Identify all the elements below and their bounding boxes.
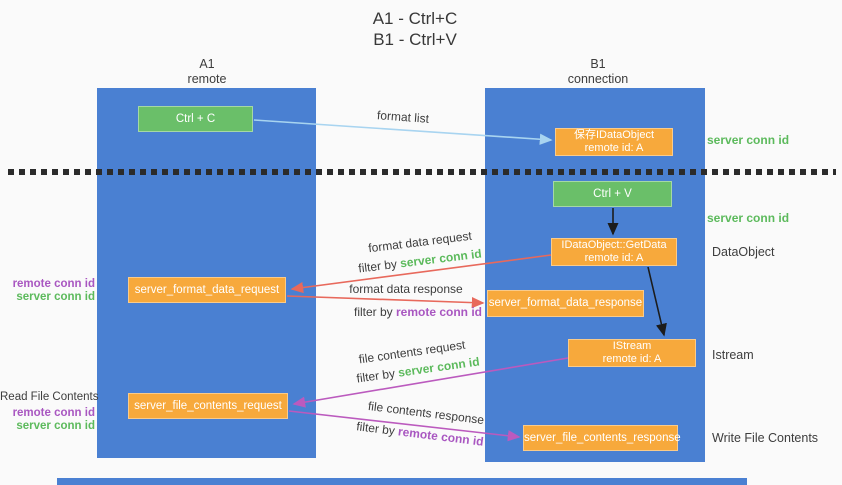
annotation-write-file-contents: Write File Contents bbox=[712, 431, 819, 445]
diagram-title: A1 - Ctrl+C B1 - Ctrl+V bbox=[320, 8, 510, 50]
title-line-1: A1 - Ctrl+C bbox=[372, 9, 458, 28]
label-format-list: format list bbox=[376, 108, 430, 126]
node-server-format-data-response-label: server_format_data_response bbox=[488, 297, 643, 309]
label-file-response-filter-key: remote conn id bbox=[397, 424, 485, 449]
node-ctrl-v: Ctrl + V bbox=[553, 181, 672, 207]
annotation-server-conn-id-save: server conn id bbox=[707, 133, 790, 147]
label-format-response-filter: filter by remote conn id bbox=[354, 305, 482, 319]
node-server-format-data-response: server_format_data_response bbox=[487, 290, 644, 317]
annotation-read-file-contents: Read File Contents bbox=[0, 391, 99, 403]
node-save-idataobject-line1: 保存IDataObject bbox=[573, 129, 655, 141]
title-line-2: B1 - Ctrl+V bbox=[373, 30, 457, 49]
phase-separator-dashed-line bbox=[8, 169, 836, 175]
annotation-server-conn-id-ctrlv: server conn id bbox=[707, 211, 790, 225]
annotation-remote-conn-id-format: remote conn id bbox=[12, 278, 95, 290]
node-save-idataobject: 保存IDataObject remote id: A bbox=[555, 128, 673, 156]
label-file-request-filter-prefix: filter by bbox=[355, 365, 400, 386]
lane-a-header: A1 remote bbox=[157, 57, 257, 87]
node-ctrl-v-label: Ctrl + V bbox=[593, 187, 632, 200]
label-file-response-filter-prefix: filter by bbox=[355, 419, 400, 439]
arrow-format-data-response bbox=[286, 295, 485, 309]
lane-a-role: remote bbox=[187, 72, 227, 86]
node-ctrl-c: Ctrl + C bbox=[138, 106, 253, 132]
lane-b-header: B1 connection bbox=[548, 57, 648, 87]
node-idataobject-getdata-line1: IDataObject::GetData bbox=[561, 239, 667, 251]
annotation-remote-conn-id-file: remote conn id bbox=[12, 407, 95, 419]
lane-b-name: B1 bbox=[590, 57, 606, 71]
node-idataobject-getdata-line2: remote id: A bbox=[584, 252, 644, 264]
annotation-dataobject: DataObject bbox=[712, 245, 775, 259]
node-server-file-contents-request-label: server_file_contents_request bbox=[134, 399, 282, 412]
lane-a-name: A1 bbox=[199, 57, 215, 71]
label-format-request-filter-prefix: filter by bbox=[357, 256, 401, 276]
bottom-partial-bar bbox=[57, 478, 747, 485]
node-istream-line1: IStream bbox=[612, 340, 652, 352]
lane-b-role: connection bbox=[567, 72, 629, 86]
annotation-server-conn-id-file: server conn id bbox=[16, 420, 95, 432]
node-idataobject-getdata: IDataObject::GetData remote id: A bbox=[551, 238, 677, 266]
annotation-server-conn-id-format: server conn id bbox=[16, 291, 95, 303]
node-save-idataobject-line2: remote id: A bbox=[584, 142, 644, 154]
label-format-data-response: format data response bbox=[349, 282, 463, 296]
node-server-format-data-request-label: server_format_data_request bbox=[134, 283, 280, 296]
node-server-file-contents-request: server_file_contents_request bbox=[128, 393, 288, 419]
node-server-format-data-request: server_format_data_request bbox=[128, 277, 286, 303]
label-format-response-filter-key: remote conn id bbox=[396, 305, 483, 319]
annotation-istream: Istream bbox=[712, 348, 754, 362]
node-istream: IStream remote id: A bbox=[568, 339, 696, 367]
node-server-file-contents-response-label: server_file_contents_response bbox=[524, 431, 681, 444]
node-ctrl-c-label: Ctrl + C bbox=[175, 112, 216, 125]
node-server-file-contents-response: server_file_contents_response bbox=[523, 425, 681, 451]
node-istream-line2: remote id: A bbox=[602, 353, 662, 365]
label-format-response-filter-prefix: filter by bbox=[353, 305, 396, 319]
